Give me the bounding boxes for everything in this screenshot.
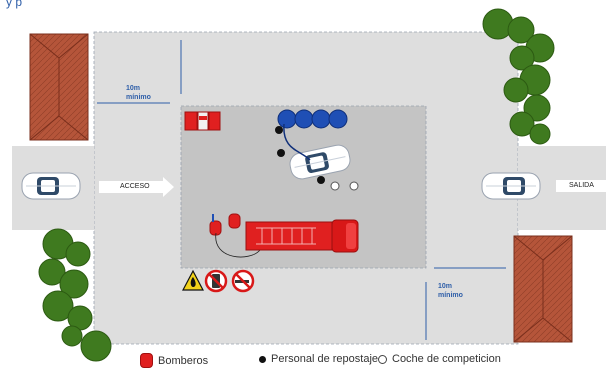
fuel-barrels <box>277 109 348 129</box>
legend-item-bomberos: Bomberos <box>140 353 208 368</box>
car-right <box>481 172 541 200</box>
measure-bottom <box>425 267 506 340</box>
warning-flammable-icon <box>182 269 204 291</box>
distance-qualifier-top: mínimo <box>126 94 151 101</box>
car-service <box>289 144 351 180</box>
black-dot-icon <box>259 355 266 363</box>
fuel-hose <box>283 123 311 161</box>
measure-top <box>97 40 182 104</box>
legend-label: Bomberos <box>158 354 209 367</box>
white-circle-icon <box>378 354 387 364</box>
house-bottom-right <box>513 235 573 343</box>
trees-right <box>482 8 555 145</box>
exit-box <box>556 180 606 192</box>
no-smoking-icon <box>231 269 255 293</box>
firefighters <box>209 213 241 236</box>
trees-left <box>38 228 112 362</box>
legend-item-repostaje: Personal de repostaje <box>259 353 378 365</box>
legend-item-coche: Coche de competicion <box>378 353 501 365</box>
refuel-personnel <box>275 126 325 184</box>
distance-value-top: 10m <box>126 85 141 92</box>
distance-label-bottom: 10m mínimo <box>438 282 463 300</box>
no-phone-icon <box>204 269 228 293</box>
car-markers <box>330 181 359 191</box>
entrance-label: ACCESO <box>120 183 150 190</box>
distance-value-bottom: 10m <box>438 283 453 290</box>
firefighter-hose <box>215 232 261 258</box>
legend-label: Personal de repostaje <box>271 353 379 365</box>
exit-label: SALIDA <box>569 182 594 189</box>
house-top-left <box>29 33 89 141</box>
distance-label-top: 10m mínimo <box>126 84 151 102</box>
legend-label: Coche de competicion <box>392 353 501 365</box>
car-left <box>21 172 81 200</box>
header-fragment: y p <box>6 0 23 9</box>
red-rounded-rect-icon <box>140 353 153 368</box>
fire-truck <box>245 219 359 253</box>
entrance-arrow <box>99 177 174 197</box>
distance-qualifier-bottom: mínimo <box>438 292 463 299</box>
fire-extinguishers <box>184 111 221 131</box>
